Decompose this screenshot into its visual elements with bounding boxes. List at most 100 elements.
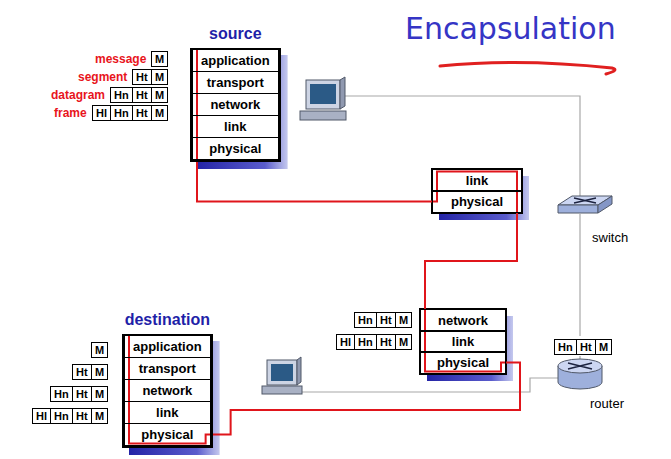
packet-field: M (399, 335, 408, 349)
packet-cell: M (151, 51, 168, 67)
layer-name: link (429, 334, 497, 349)
packet-field: Ht (380, 335, 392, 349)
layer-name: transport (201, 75, 270, 90)
stack-panel (122, 334, 213, 448)
packet-cell: Hn (354, 334, 377, 350)
packet-path (129, 335, 211, 444)
packet-path (197, 160, 432, 202)
packet-field: Hn (114, 88, 129, 102)
packet-field: Hl (36, 409, 47, 423)
packet-cell: Ht (72, 386, 92, 402)
packet-field: M (95, 343, 104, 357)
packet-cell: Hn (50, 408, 73, 424)
layer-box: network (192, 93, 279, 116)
layer-name: application (133, 339, 202, 354)
layer-box: transport (124, 357, 211, 380)
packet-cell: M (395, 334, 412, 350)
layer-name: physical (441, 194, 513, 209)
stack-heading: source (162, 24, 309, 44)
packet-field: Ht (380, 313, 392, 327)
packet-field: Hn (54, 387, 69, 401)
packet-cell: M (91, 386, 108, 402)
computer-icon (300, 77, 346, 120)
stack-heading: destination (94, 310, 241, 330)
stack-panel (420, 309, 506, 374)
packet-field: Ht (580, 340, 592, 354)
layer-box: link (124, 401, 211, 424)
packet-cell: Ht (376, 312, 396, 328)
packet-field: Ht (136, 106, 148, 120)
packet-cell: Ht (376, 334, 396, 350)
packet-field: Hl (96, 106, 107, 120)
stack-panel (432, 169, 522, 213)
packet-field: M (95, 365, 104, 379)
packet-cell: M (91, 408, 108, 424)
packet-field: M (399, 313, 408, 327)
packet-cell: Hl (92, 105, 111, 121)
packet-cell: Hn (554, 339, 577, 355)
layer-name: network (201, 97, 270, 112)
layer-name: network (429, 313, 497, 328)
layer-name: physical (429, 355, 497, 370)
switch-icon (558, 196, 612, 213)
packet-cell: Ht (576, 339, 596, 355)
packet-field: M (155, 52, 164, 66)
packet-field: M (95, 387, 104, 401)
network-wire (300, 96, 580, 392)
packet-field: M (155, 106, 164, 120)
packet-field: M (155, 88, 164, 102)
packet-cell: Hn (354, 312, 377, 328)
layer-box: transport (192, 71, 279, 94)
layer-box: application (192, 49, 279, 72)
packet-field: M (155, 70, 164, 84)
device-label: router (590, 396, 624, 412)
packet-field: M (599, 340, 608, 354)
layer-box: physical (420, 351, 506, 374)
layer-name: transport (133, 361, 202, 376)
packet-cell: Hn (110, 105, 133, 121)
layer-box: application (124, 335, 211, 358)
layer-name: link (441, 173, 513, 188)
packet-cell: Hl (336, 334, 355, 350)
layer-box: physical (124, 423, 211, 446)
layer-name: physical (201, 141, 270, 156)
computer-icon (262, 357, 302, 394)
packet-cell: Ht (72, 364, 92, 380)
packet-cell: Ht (132, 105, 152, 121)
layer-name: link (201, 119, 270, 134)
layer-box: link (420, 330, 506, 353)
layer-name: physical (133, 427, 202, 442)
packet-cell: Hn (110, 87, 133, 103)
packet-cell: Ht (132, 69, 152, 85)
packet-path (425, 213, 517, 309)
packet-cell: M (91, 364, 108, 380)
packet-cell: Hl (32, 408, 51, 424)
packet-cell: M (91, 342, 108, 358)
layer-box: link (432, 169, 522, 192)
packet-field: Ht (136, 88, 148, 102)
pdu-name: segment (78, 68, 127, 86)
packet-field: Ht (136, 70, 148, 84)
protocol-stack: sourceapplicationtransportnetworklinkphy… (190, 48, 281, 162)
pdu-name: message (95, 50, 146, 68)
pdu-name: datagram (51, 86, 105, 104)
router-icon (558, 359, 602, 389)
packet-field: Ht (76, 387, 88, 401)
packet-path (196, 49, 198, 160)
packet-field: Hn (54, 409, 69, 423)
packet-field: Hn (558, 340, 573, 354)
packet-field: M (95, 409, 104, 423)
layer-box: network (124, 379, 211, 402)
layer-box: network (420, 309, 506, 332)
packet-field: Hl (340, 335, 351, 349)
device-label: switch (592, 230, 628, 246)
packet-field: Hn (114, 106, 129, 120)
diagram-title: Encapsulation (405, 10, 616, 48)
packet-field: Hn (358, 313, 373, 327)
packet-cell: M (151, 69, 168, 85)
packet-field: Hn (358, 335, 373, 349)
packet-path (425, 309, 506, 372)
packet-path (432, 172, 517, 214)
packet-cell: M (595, 339, 612, 355)
pdu-name: frame (54, 104, 87, 122)
